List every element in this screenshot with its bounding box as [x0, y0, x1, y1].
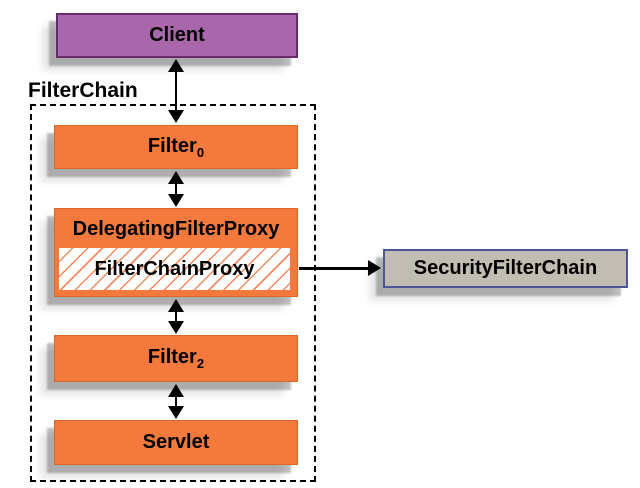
delegating-filter-proxy-node: DelegatingFilterProxy FilterChainProxy	[54, 208, 298, 297]
arrow-shaft	[174, 182, 178, 196]
filter0-dfp-arrow	[168, 171, 184, 207]
client-node: Client	[56, 13, 298, 58]
filterchain-region-title: FilterChain	[28, 79, 138, 102]
client-filter0-arrow	[168, 59, 184, 123]
client-node-label: Client	[149, 24, 205, 46]
filter-chain-proxy-node: FilterChainProxy	[59, 248, 290, 290]
delegating-filter-proxy-label: DelegatingFilterProxy	[72, 218, 280, 240]
filter2-servlet-arrow	[168, 384, 184, 419]
arrow-shaft	[174, 310, 178, 323]
filter0-subscript: 0	[196, 144, 205, 160]
arrow-shaft	[174, 395, 178, 408]
filter-chain-proxy-label: FilterChainProxy	[94, 257, 255, 280]
filterchain-dashed-region	[30, 104, 316, 482]
arrow-shaft	[174, 70, 178, 112]
filter0-node: Filter0	[54, 125, 298, 169]
servlet-node: Servlet	[54, 420, 298, 465]
security-filter-chain-node: SecurityFilterChain	[383, 249, 628, 288]
fcp-securityfilterchain-arrow	[299, 267, 368, 270]
servlet-node-label: Servlet	[142, 431, 210, 453]
filter2-node-label: Filter2	[147, 346, 205, 371]
filter2-node: Filter2	[54, 335, 298, 382]
filter0-node-label: Filter0	[147, 134, 205, 160]
dfp-filter2-arrow	[168, 299, 184, 334]
security-filter-chain-label: SecurityFilterChain	[413, 257, 598, 279]
filter2-subscript: 2	[196, 356, 205, 371]
